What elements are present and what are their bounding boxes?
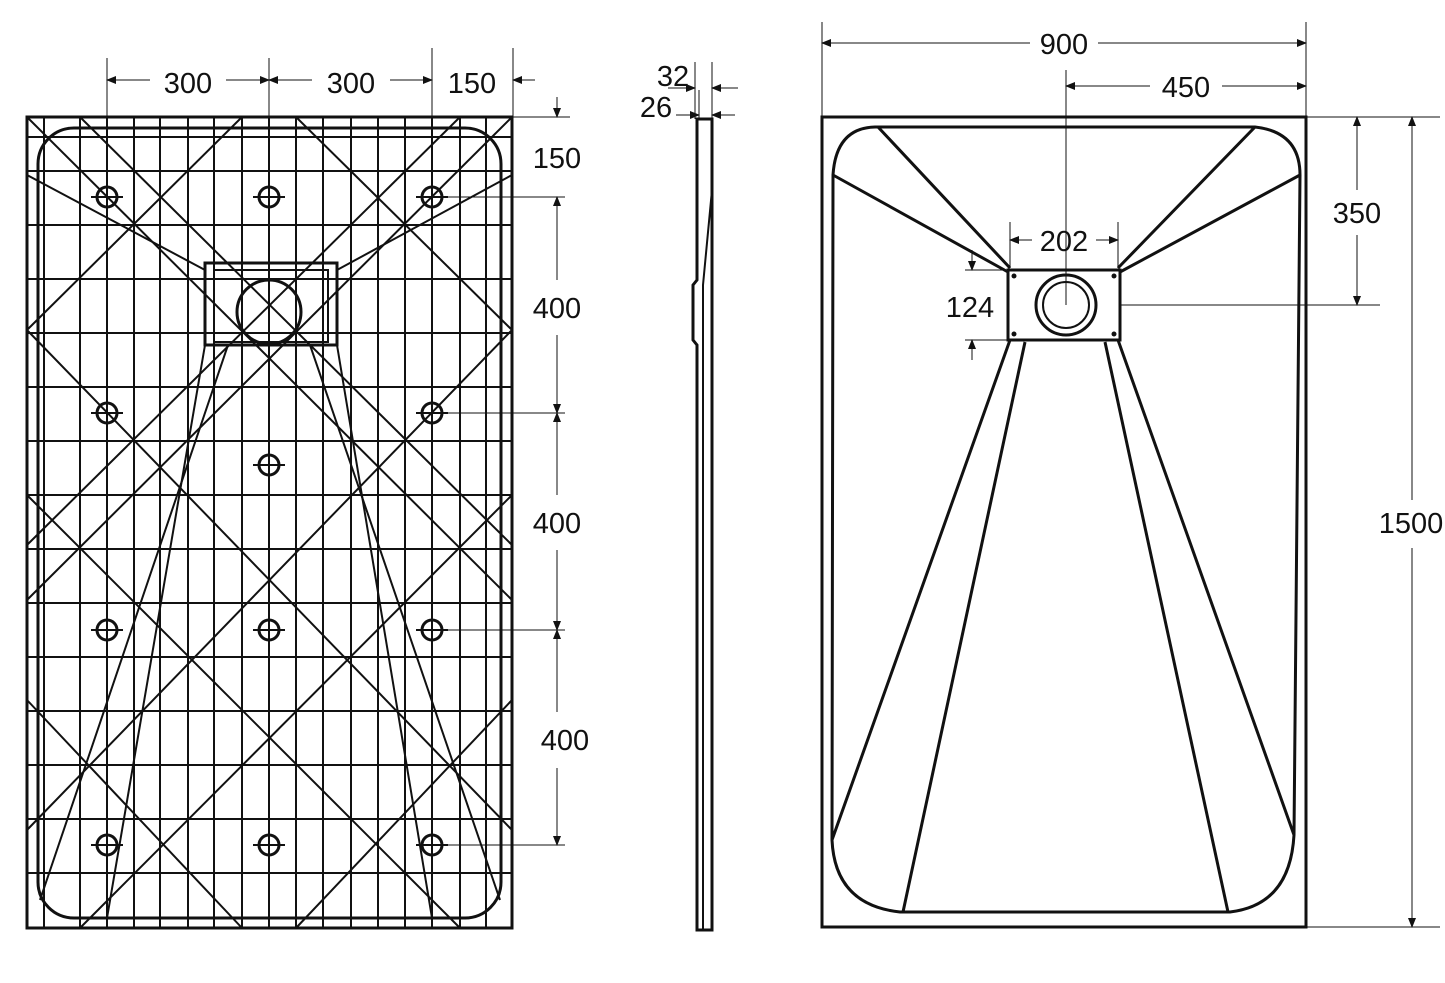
dim-300-b: 300 [327, 68, 375, 100]
rib-diagonal [309, 344, 501, 901]
drain-slopes [830, 125, 1301, 913]
dim-32: 32 [657, 61, 689, 93]
dim-450: 450 [1162, 72, 1210, 104]
dim-300-a: 300 [164, 68, 212, 100]
bottom-view-vertical-dimensions: 150 400 400 400 [432, 97, 589, 846]
dim-400-b: 400 [533, 508, 581, 540]
dim-150: 150 [448, 68, 496, 100]
rib-grid [26, 116, 513, 929]
dim-26: 26 [640, 92, 672, 124]
bottom-view: 300 300 150 150 400 400 400 [25, 48, 589, 930]
rib-diagonal [26, 116, 243, 331]
dim-350: 350 [1333, 198, 1381, 230]
side-view: 32 26 [640, 61, 738, 932]
dim-400-c: 400 [541, 725, 589, 757]
rib-diagonal [26, 494, 461, 929]
rib-diagonal [106, 344, 206, 919]
dim-900: 900 [1040, 29, 1088, 61]
rib-diagonal [39, 344, 229, 901]
rib-diagonal [336, 174, 513, 271]
rib-diagonal [26, 174, 206, 271]
drain [1006, 268, 1122, 342]
rib-diagonal [295, 699, 513, 929]
dim-1500: 1500 [1379, 508, 1444, 540]
rib-diagonal [295, 116, 513, 331]
top-view: 900 450 350 1500 202 124 [820, 22, 1444, 929]
dim-400-a: 400 [533, 293, 581, 325]
rib-diagonal [336, 344, 433, 919]
rib-diagonal [26, 699, 243, 929]
drain-housing [203, 261, 339, 347]
dim-150-vertical: 150 [533, 143, 581, 175]
dim-124: 124 [946, 292, 994, 324]
rib-diagonal [79, 494, 513, 929]
top-view-outline [820, 115, 1308, 929]
dim-202: 202 [1040, 226, 1088, 258]
top-view-dimensions: 900 450 350 1500 202 124 [821, 22, 1444, 928]
bottom-view-horizontal-dimensions: 300 300 150 [106, 48, 535, 200]
